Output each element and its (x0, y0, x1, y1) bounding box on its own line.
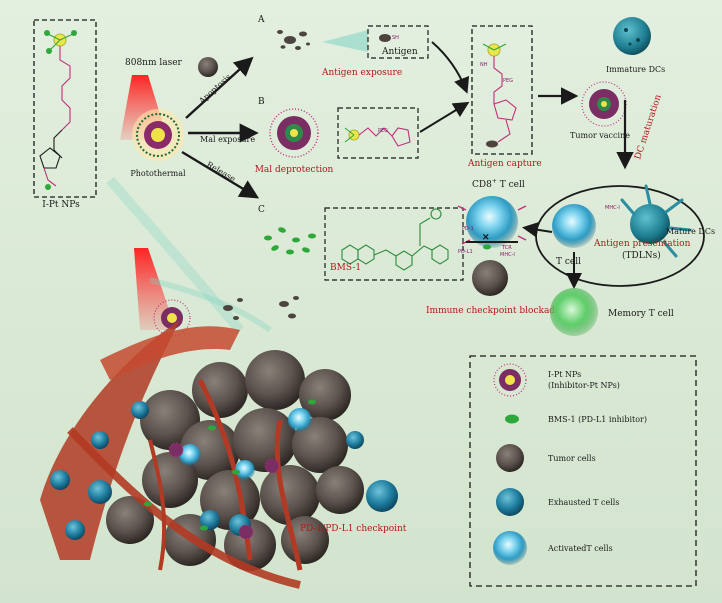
legend-ipt-label: I-Pt NPs (548, 370, 581, 379)
ipt-structure-label: I-Pt NPs (42, 200, 80, 210)
antigen-capture-box (471, 25, 533, 155)
arrow-antigen-to-capture (431, 41, 470, 94)
photothermal-nanoparticle (132, 109, 184, 161)
mhc2-label: MHC-I (605, 205, 620, 211)
immature-dc-icon (613, 17, 651, 55)
peg-label-b: PEG (378, 128, 388, 134)
legend-exhausted-tcell-icon (496, 488, 524, 516)
arrow-to-a (185, 56, 254, 119)
checkpoint-blockade-label: Immune checkpoint blockade (426, 306, 560, 316)
pd1-label: PD-1 (462, 226, 474, 232)
mal-deprotection-caption: Mal deprotection (255, 165, 334, 175)
tumor-vaccine-icon (581, 81, 627, 127)
cd8-tcell-icon (457, 196, 527, 248)
tumor-vaccine-label: Tumor vaccine (570, 131, 630, 140)
antigen-capture-structure (482, 43, 517, 148)
tumor-mass (40, 320, 364, 589)
legend-ipt-np-icon (493, 363, 527, 397)
antigen-label: Antigen (381, 47, 418, 57)
branch-b-letter: B (258, 97, 265, 107)
ipt-structure-box (33, 19, 97, 198)
legend-bms1-label: BMS-1 (PD-L1 inhibitor) (548, 415, 647, 424)
bms1-binding (483, 244, 491, 250)
legend-box (469, 355, 697, 587)
legend-bms1-icon (505, 414, 519, 424)
bms1-caption: BMS-1 (330, 263, 361, 273)
memory-tcell-label: Memory T cell (608, 309, 674, 319)
legend-tumor-icon (496, 444, 524, 472)
mature-dc-icon (620, 184, 692, 258)
mhc1-label: MHC-I (500, 252, 515, 258)
mal-exposure-label: Mal exposure (200, 135, 255, 144)
checkpoint-tumor-cell (472, 260, 508, 296)
immature-dcs-label: Immature DCs (606, 65, 665, 74)
branch-a-letter: A (257, 15, 265, 25)
tumor-debris-a (277, 30, 310, 50)
laser-label: 808nm laser (125, 58, 183, 68)
arrow-tcell-to-cd8 (522, 221, 553, 238)
memory-tcell-icon (550, 288, 598, 336)
mal-deprotected-np (269, 108, 319, 158)
antigen-exposure-caption: Antigen exposure (321, 68, 402, 78)
antigen-presentation-label: Antigen presentation (593, 239, 691, 249)
ipt-chemical-structure (39, 30, 77, 190)
legend-activated-label: ActivatedT cells (547, 544, 613, 553)
arrow-mal-to-capture (419, 101, 470, 133)
antigen-box (367, 25, 429, 59)
block-x-icon: ✕ (482, 233, 490, 243)
legend-tumor-label: Tumor cells (548, 454, 596, 463)
small-tumor-cell (198, 57, 218, 77)
legend-exhausted-label: Exhausted T cells (548, 498, 619, 507)
peg-label-capture: PEG (503, 78, 513, 84)
mal-chemical-structure (344, 127, 411, 147)
nh-label: NH (480, 62, 488, 68)
release-label: Release (205, 160, 237, 184)
pd1-checkpoint-label: PD-1/PD-L1 checkpoint (300, 524, 407, 534)
t-cell-label: T cell (556, 257, 581, 267)
bms1-chemical-structure (341, 208, 449, 271)
bms1-structure-box (324, 207, 464, 281)
photothermal-label: Photothermal (130, 169, 186, 178)
antigen-fragment (379, 34, 391, 42)
mature-dcs-label: Mature DCs (666, 227, 715, 236)
tumor-debris-b (223, 296, 299, 320)
tdlns-label: (TDLNs) (622, 250, 661, 261)
arrow-to-c (181, 150, 260, 199)
legend-activated-tcell-icon (493, 531, 527, 565)
svg-text:SH: SH (392, 35, 399, 41)
bms1-particles (264, 227, 316, 255)
legend-ipt-label2: (Inhibitor-Pt NPs) (548, 381, 620, 390)
antigen-zoom-cone (322, 30, 368, 52)
tcell-in-tdln (552, 204, 596, 248)
tcr-label: TCR (501, 245, 512, 251)
dc-maturation-label: DC maturation (633, 93, 663, 161)
mal-structure-box (337, 107, 419, 159)
checkpoint-tcell-icon (366, 480, 398, 512)
pdl1-label: PD-L1 (458, 249, 473, 255)
branch-c-letter: C (258, 205, 265, 215)
antigen-capture-caption: Antigen capture (467, 159, 542, 169)
cd8-tcell-label: CD8+ T cell (472, 178, 525, 190)
apoptosis-label: Apoptosis (197, 72, 233, 106)
